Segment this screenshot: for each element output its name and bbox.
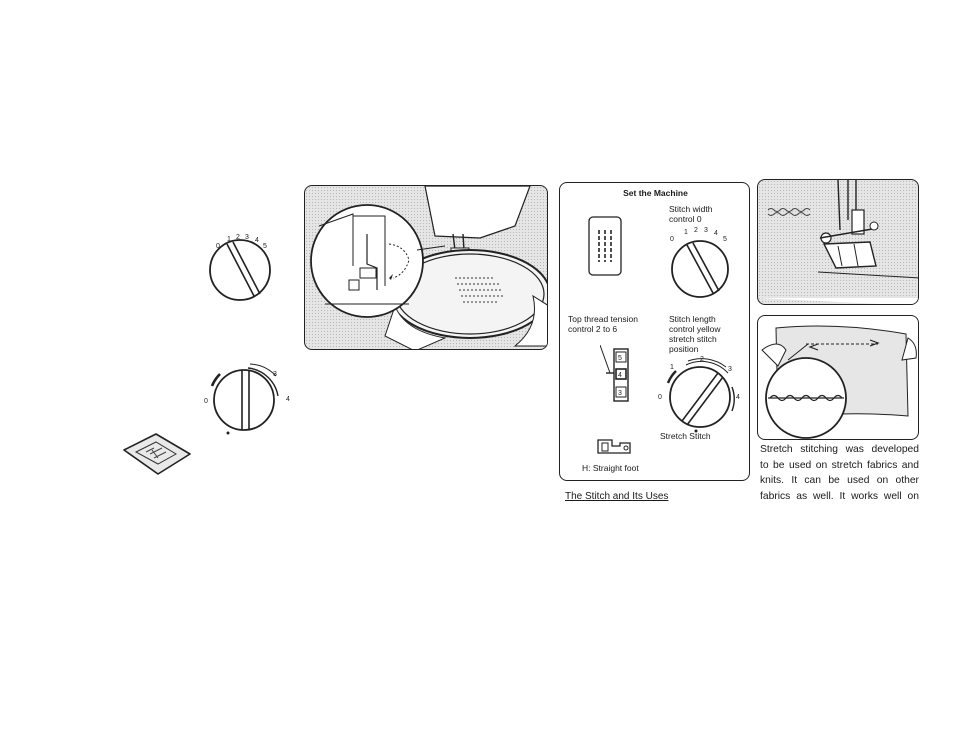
length-tick-0: 0 [658, 394, 662, 401]
description-line-4: fabrics as well. It works well on [760, 490, 919, 502]
stretch-stitch-sewing-illustration [757, 179, 919, 305]
left-width-tick-0: 0 [216, 243, 220, 250]
stitch-length-label: Stitch length control yellow stretch sti… [669, 314, 721, 354]
length-tick-3: 3 [728, 366, 732, 373]
stretch-stitch-description: Stretch stitching was developed to be us… [760, 442, 919, 504]
left-width-tick-5: 5 [263, 243, 267, 250]
stretch-stitch-pattern-icon [588, 216, 622, 276]
description-line-2: to be used on stretch fabrics and [760, 459, 919, 471]
thread-tension-control: 5 4 3 [600, 343, 640, 405]
section-title: The Stitch and Its Uses [565, 491, 669, 502]
foot-caption: H: Straight foot [582, 463, 639, 473]
tension-number-5: 5 [618, 355, 622, 362]
stitch-length-dial: 0 1 2 3 4 [656, 353, 746, 433]
left-width-tick-1: 1 [227, 236, 231, 243]
tension-number-3: 3 [618, 390, 622, 397]
width-tick-3: 3 [704, 227, 708, 234]
width-tick-5: 5 [723, 236, 727, 243]
fabric-stretch-illustration [757, 315, 919, 440]
left-width-tick-2: 2 [236, 234, 240, 241]
stitch-width-label: Stitch width control 0 [669, 204, 713, 224]
left-stitch-width-dial: 0 1 2 3 4 5 [200, 228, 280, 308]
straight-foot-icon [118, 432, 194, 476]
description-line-3: knits. It can be used on other [760, 475, 919, 487]
width-tick-4: 4 [714, 230, 718, 237]
thread-tension-label: Top thread tension control 2 to 6 [568, 314, 638, 334]
length-tick-2: 2 [700, 356, 704, 363]
length-tick-4: 4 [736, 394, 740, 401]
left-width-tick-3: 3 [245, 234, 249, 241]
embroidery-hoop-illustration [304, 185, 548, 350]
stitch-width-dial: 0 1 2 3 4 5 [666, 225, 736, 301]
left-stitch-length-dial: 0 3 4 [198, 356, 298, 440]
set-the-machine-panel: Set the Machine Stitch width control 0 0… [559, 182, 750, 481]
length-tick-1: 1 [670, 364, 674, 371]
width-tick-2: 2 [694, 227, 698, 234]
width-tick-0: 0 [670, 236, 674, 243]
width-tick-1: 1 [684, 229, 688, 236]
straight-foot-small-icon [596, 437, 636, 459]
left-width-tick-4: 4 [255, 237, 259, 244]
left-length-tick-0: 0 [204, 398, 208, 405]
set-machine-title: Set the Machine [623, 188, 688, 198]
tension-number-4: 4 [618, 372, 622, 379]
description-line-1: Stretch stitching was developed [760, 444, 919, 455]
left-length-tick-4: 4 [286, 396, 290, 403]
left-length-tick-3: 3 [273, 371, 277, 378]
stretch-stitch-caption: Stretch Stitch [660, 431, 711, 441]
